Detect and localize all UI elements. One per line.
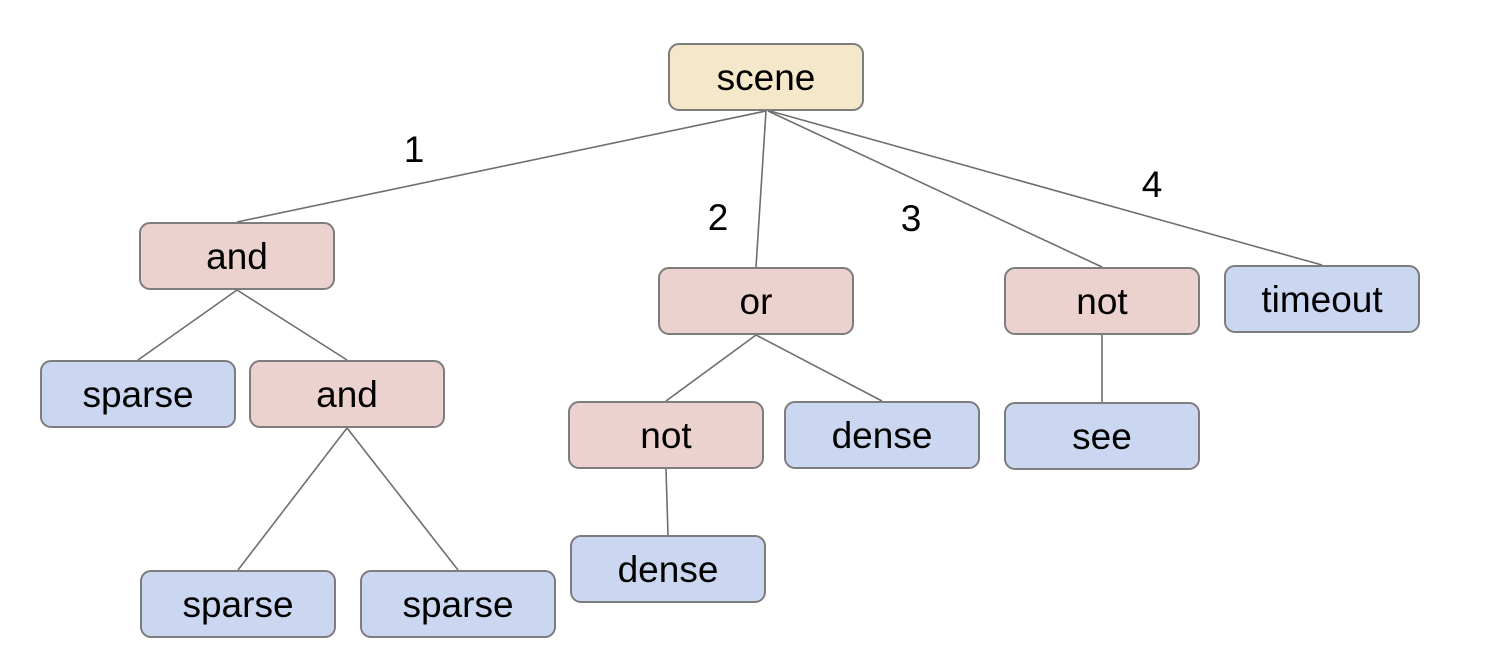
tree-node-see: see (1004, 402, 1200, 470)
tree-node-sparse-3: sparse (360, 570, 556, 638)
edge-scene-timeout (769, 110, 1323, 266)
tree-node-sparse-2: sparse (140, 570, 336, 638)
edge-scene-and (236, 110, 767, 223)
branch-label-3: 3 (901, 198, 922, 239)
edge-and2-sparse3 (346, 427, 459, 571)
edge-or-dense (755, 334, 883, 402)
edge-or-not (665, 334, 757, 402)
branch-label-4: 4 (1142, 164, 1163, 205)
edge-scene-not (767, 110, 1103, 268)
edge-and-sparse (137, 289, 238, 361)
tree-node-not-1: not (568, 401, 764, 469)
tree-node-dense-1: dense (784, 401, 980, 469)
tree-node-not-2: not (1004, 267, 1200, 335)
edge-and-and (236, 289, 348, 361)
tree-node-dense-2: dense (570, 535, 766, 603)
tree-node-and-2: and (249, 360, 445, 428)
tree-node-timeout: timeout (1224, 265, 1420, 333)
edge-not-dense (665, 468, 669, 536)
edge-scene-or (755, 110, 767, 268)
tree-node-scene: scene (668, 43, 864, 111)
tree-node-or: or (658, 267, 854, 335)
branch-label-1: 1 (404, 129, 425, 170)
branch-label-2: 2 (708, 197, 729, 238)
tree-node-sparse-1: sparse (40, 360, 236, 428)
tree-node-and-1: and (139, 222, 335, 290)
edge-and2-sparse2 (237, 427, 348, 571)
